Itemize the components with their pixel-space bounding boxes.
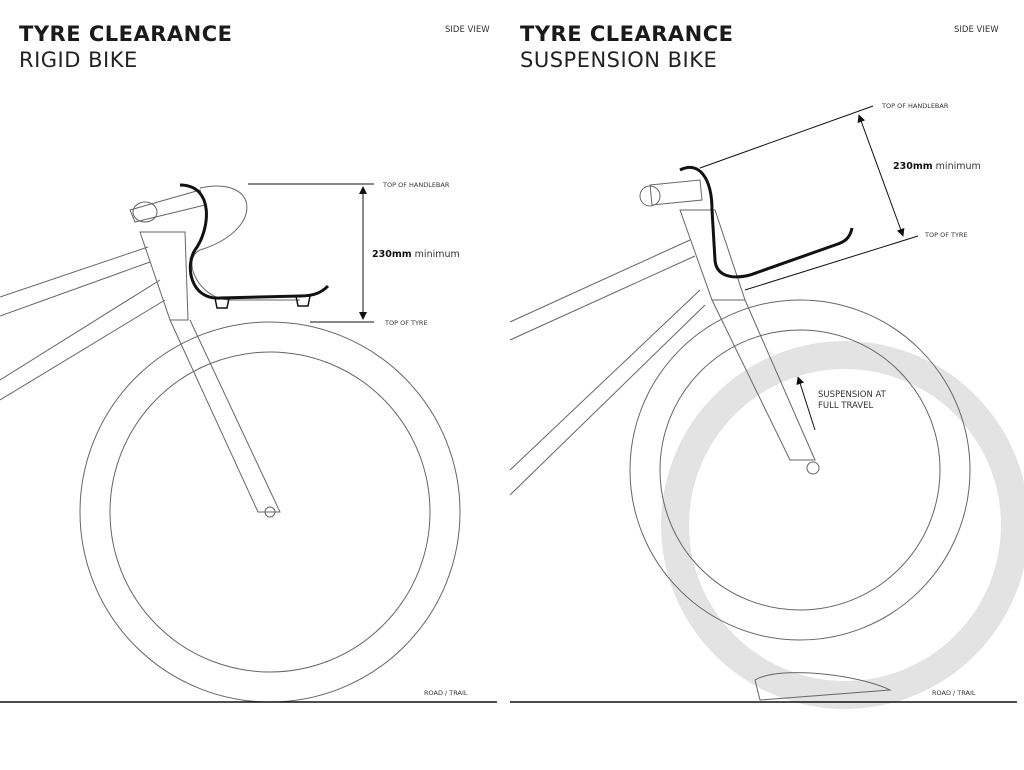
head-tube	[139, 231, 189, 321]
suspension-bike-drawing	[509, 179, 1024, 709]
suspension-line-1: SUSPENSION AT	[818, 390, 886, 400]
left-bottom-label: TOP OF TYRE	[385, 319, 428, 327]
rigid-dimension	[248, 183, 374, 323]
right-bottom-label: TOP OF TYRE	[925, 231, 968, 239]
left-dimension: 230mm minimum	[372, 249, 460, 260]
dimension-value: 230mm	[893, 161, 933, 172]
front-wheel-outer	[629, 299, 971, 641]
left-top-label: TOP OF HANDLEBAR	[383, 181, 450, 189]
front-wheel-inner	[659, 329, 941, 611]
right-top-label: TOP OF HANDLEBAR	[882, 102, 949, 110]
left-title: TYRE CLEARANCE	[19, 22, 233, 46]
dimension-note: minimum	[414, 249, 460, 260]
suspension-dimension	[699, 105, 919, 431]
left-view-label: SIDE VIEW	[445, 25, 490, 35]
ghost-shoe	[754, 672, 892, 701]
rigid-bike-drawing	[0, 185, 461, 703]
right-dimension: 230mm minimum	[893, 161, 981, 172]
front-wheel-inner	[109, 351, 431, 673]
left-ground-label: ROAD / TRAIL	[424, 689, 468, 697]
ghost-wheel-full-travel	[661, 341, 1024, 709]
right-title: TYRE CLEARANCE	[520, 22, 734, 46]
left-subtitle: RIGID BIKE	[19, 48, 138, 72]
rigid-handlebar-drop	[179, 183, 330, 309]
fork	[169, 319, 281, 513]
right-subtitle: SUSPENSION BIKE	[520, 48, 718, 72]
suspension-line-2: FULL TRAVEL	[818, 401, 874, 411]
right-view-label: SIDE VIEW	[954, 25, 999, 35]
suspension-handlebar-drop	[679, 166, 854, 279]
dimension-note: minimum	[935, 161, 981, 172]
dimension-value: 230mm	[372, 249, 412, 260]
right-ground-label: ROAD / TRAIL	[932, 689, 976, 697]
